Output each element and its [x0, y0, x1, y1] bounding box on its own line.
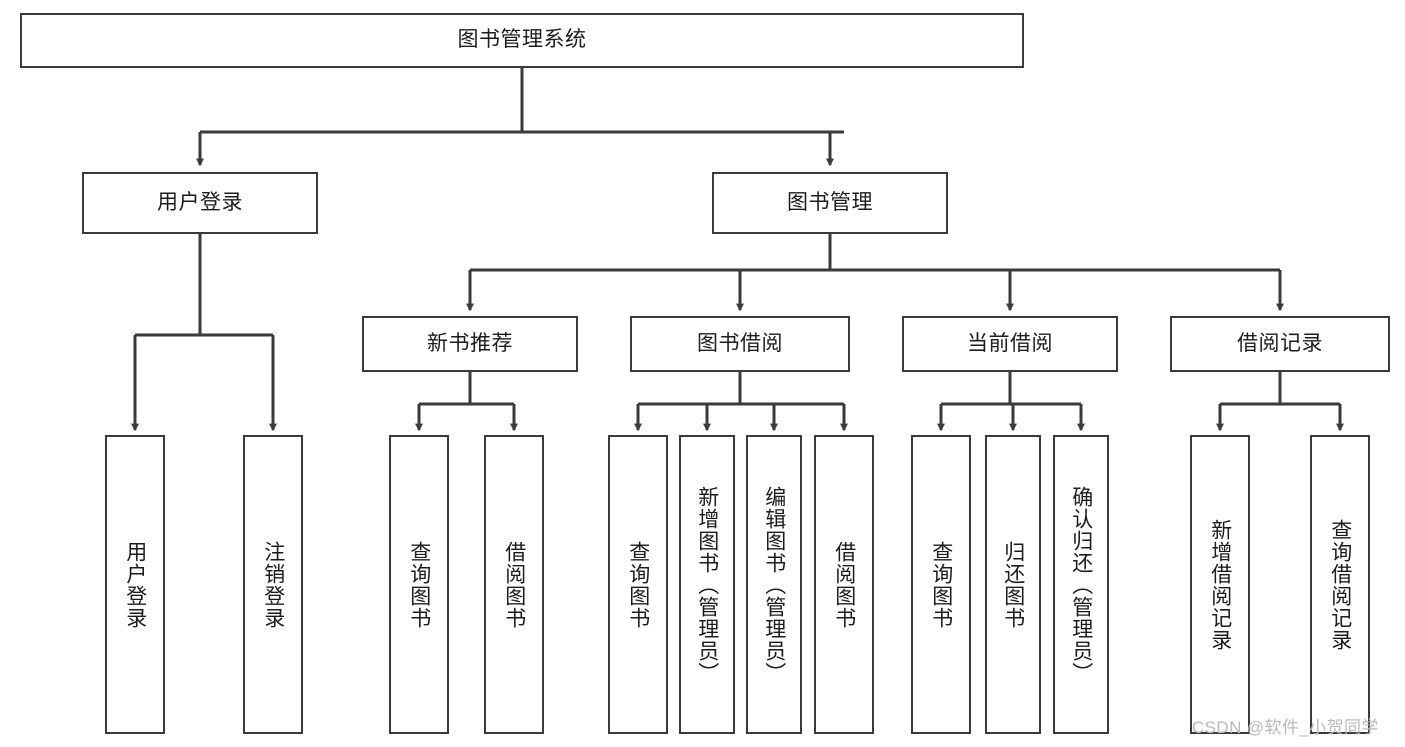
leaf-node-return-books[interactable]: 归还图书	[985, 435, 1041, 734]
leaf-node-label: 借阅图书	[502, 540, 526, 629]
root-node-label: 图书管理系统	[457, 28, 587, 52]
leaf-node-query-books-current[interactable]: 查询图书	[911, 435, 971, 734]
leaf-node-label: 新增借阅记录	[1208, 518, 1232, 651]
level2-node-book-borrowing[interactable]: 图书借阅	[630, 316, 850, 372]
leaf-node-label: 归还图书	[1001, 540, 1025, 629]
leaf-node-label: 确认归还（管理员）	[1069, 485, 1093, 684]
leaf-node-label: 查询借阅记录	[1328, 518, 1352, 651]
level2-node-label: 借阅记录	[1237, 331, 1323, 355]
leaf-node-label: 编辑图书（管理员）	[762, 485, 786, 684]
watermark: CSDN @软件_小贺同学	[1192, 718, 1379, 737]
level2-node-new-book-recommendation[interactable]: 新书推荐	[362, 316, 578, 372]
level2-node-label: 当前借阅	[967, 331, 1053, 355]
leaf-node-add-book-admin[interactable]: 新增图书（管理员）	[679, 435, 735, 734]
level1-node-user-login[interactable]: 用户登录	[82, 172, 318, 234]
level2-node-label: 图书借阅	[697, 331, 783, 355]
leaf-node-borrow-books[interactable]: 借阅图书	[814, 435, 874, 734]
leaf-node-label: 借阅图书	[832, 540, 856, 629]
level1-node-book-management[interactable]: 图书管理	[712, 172, 948, 234]
level1-node-label: 图书管理	[787, 190, 873, 214]
leaf-node-logout[interactable]: 注销登录	[243, 435, 303, 734]
leaf-node-query-books-borrow[interactable]: 查询图书	[608, 435, 668, 734]
level2-node-label: 新书推荐	[427, 331, 513, 355]
leaf-node-label: 查询图书	[407, 540, 431, 629]
leaf-node-edit-book-admin[interactable]: 编辑图书（管理员）	[746, 435, 802, 734]
root-node-book-management-system[interactable]: 图书管理系统	[20, 13, 1024, 68]
leaf-node-label: 新增图书（管理员）	[695, 485, 719, 684]
leaf-node-query-books-rec[interactable]: 查询图书	[389, 435, 449, 734]
leaf-node-label: 查询图书	[929, 540, 953, 629]
leaf-node-borrow-books-rec[interactable]: 借阅图书	[484, 435, 544, 734]
level1-node-label: 用户登录	[157, 190, 243, 214]
leaf-node-user-login[interactable]: 用户登录	[105, 435, 165, 734]
leaf-node-label: 注销登录	[261, 540, 285, 629]
leaf-node-label: 查询图书	[626, 540, 650, 629]
leaf-node-label: 用户登录	[123, 540, 147, 629]
level2-node-current-borrowing[interactable]: 当前借阅	[902, 316, 1118, 372]
leaf-node-query-borrow-record[interactable]: 查询借阅记录	[1310, 435, 1370, 734]
leaf-node-confirm-return-admin[interactable]: 确认归还（管理员）	[1053, 435, 1109, 734]
leaf-node-add-borrow-record[interactable]: 新增借阅记录	[1190, 435, 1250, 734]
level2-node-borrowing-records[interactable]: 借阅记录	[1170, 316, 1390, 372]
